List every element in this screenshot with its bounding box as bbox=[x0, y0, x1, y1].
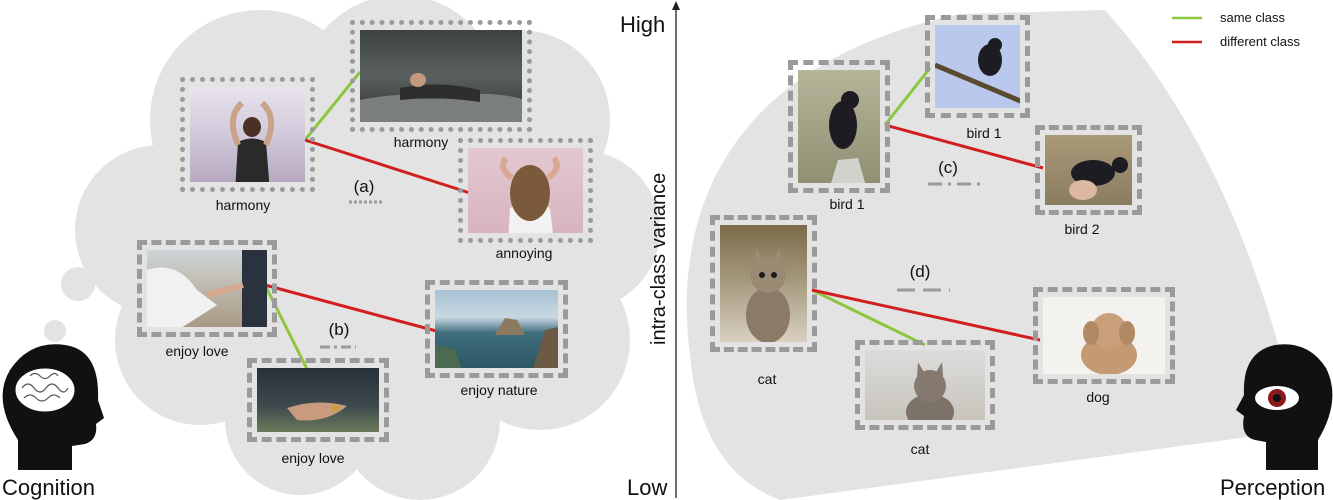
head-with-eye-icon bbox=[1236, 344, 1333, 470]
group-d-label: (d) bbox=[909, 262, 931, 281]
photo-bird1-sky bbox=[925, 15, 1030, 118]
link-cat-cat bbox=[811, 288, 926, 347]
label-annoying: annoying bbox=[495, 245, 553, 261]
label-bird1-left: bird 1 bbox=[829, 196, 865, 212]
head-with-brain-icon bbox=[2, 344, 105, 470]
label-enjoy-nature: enjoy nature bbox=[460, 382, 538, 398]
legend-different-label: different class bbox=[1220, 34, 1300, 49]
label-cat-left: cat bbox=[757, 371, 777, 387]
group-b-label: (b) bbox=[328, 320, 350, 339]
photo-enjoy-nature bbox=[425, 280, 568, 378]
label-enjoy-love-bottom: enjoy love bbox=[281, 450, 345, 466]
link-bird-bird bbox=[883, 67, 932, 126]
photo-harmony-rock bbox=[350, 20, 532, 132]
photo-dog bbox=[1033, 287, 1175, 384]
label-harmony-left: harmony bbox=[215, 197, 271, 213]
legend-same-label: same class bbox=[1220, 10, 1286, 25]
axis-high-label: High bbox=[620, 12, 666, 37]
link-love-nature bbox=[264, 283, 441, 334]
label-bird2: bird 2 bbox=[1064, 221, 1100, 237]
perception-label: Perception bbox=[1220, 475, 1326, 500]
photo-cat-sitting bbox=[710, 215, 817, 352]
link-bird1-bird2 bbox=[884, 123, 1044, 170]
axis-title: intra-class variance bbox=[648, 172, 670, 345]
photo-annoying bbox=[458, 138, 593, 243]
label-bird1-top: bird 1 bbox=[966, 125, 1002, 141]
group-a-label: (a) bbox=[353, 177, 375, 196]
photo-harmony-stretch bbox=[180, 77, 315, 192]
link-cat-dog bbox=[811, 288, 1041, 342]
axis-arrow-icon bbox=[672, 1, 680, 10]
photo-bird2 bbox=[1035, 125, 1142, 215]
photo-cat-fluffy bbox=[855, 340, 995, 430]
group-c-label: (c) bbox=[938, 158, 958, 177]
photo-enjoy-love-couple bbox=[247, 358, 389, 442]
cognition-label: Cognition bbox=[2, 475, 95, 500]
label-enjoy-love-top: enjoy love bbox=[165, 343, 229, 359]
label-harmony-top: harmony bbox=[393, 134, 449, 150]
label-cat-bottom: cat bbox=[910, 441, 930, 457]
label-dog: dog bbox=[1086, 389, 1110, 405]
link-harmony-annoying bbox=[304, 138, 471, 195]
axis-low-label: Low bbox=[627, 475, 668, 500]
photo-bird1-branch bbox=[788, 60, 890, 193]
photo-enjoy-love-hands bbox=[137, 240, 277, 337]
